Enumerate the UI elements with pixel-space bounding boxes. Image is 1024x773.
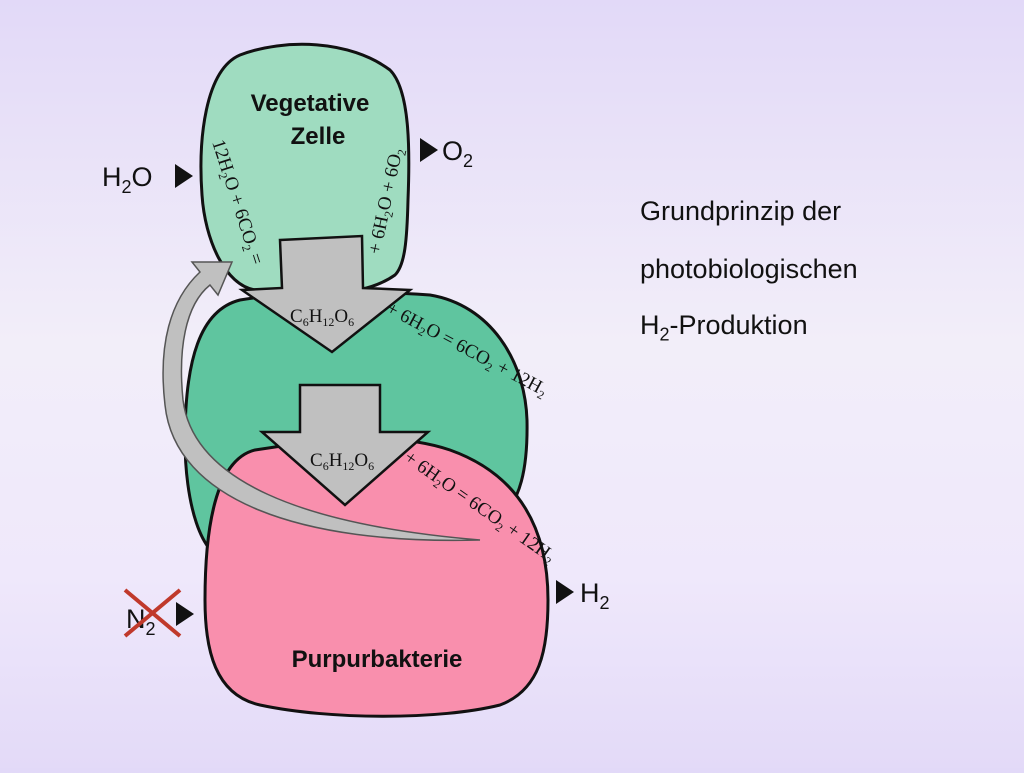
h2-output-arrow-icon — [556, 580, 574, 604]
vegetative-cell-blob — [199, 42, 411, 296]
purple-bacterium-blob — [203, 436, 550, 718]
n2-input-label: N2 — [126, 604, 156, 639]
glucose-bottom: C6H12O6 — [310, 450, 374, 473]
o2-output-label: O2 — [442, 136, 473, 171]
n2-input-arrow-icon — [176, 602, 194, 626]
bottom-down-arrow — [258, 383, 432, 507]
vegetative-label-line2: Zelle — [291, 123, 346, 150]
title-line-1: Grundprinzip der — [640, 196, 842, 226]
cross-out-icon — [123, 588, 182, 638]
title-h-sub: 2 — [659, 324, 670, 345]
recycle-curve-arrow — [162, 261, 481, 542]
h2o-input-label: H2O — [102, 162, 153, 197]
title-line-2: photobiologischen — [640, 254, 858, 284]
title-line-3: H2-Produktion — [640, 310, 808, 345]
o2-output-arrow-icon — [420, 138, 438, 162]
top-down-arrow — [238, 234, 414, 354]
title-h: H — [640, 310, 660, 340]
purple-bacterium-label: Purpurbakterie — [292, 646, 463, 673]
h2o-input-arrow-icon — [175, 164, 193, 188]
vegetative-label-line1: Vegetative — [251, 90, 370, 117]
title-rest: -Produktion — [669, 310, 808, 340]
h2-output-label: H2 — [580, 578, 610, 613]
glucose-top: C6H12O6 — [290, 306, 354, 329]
